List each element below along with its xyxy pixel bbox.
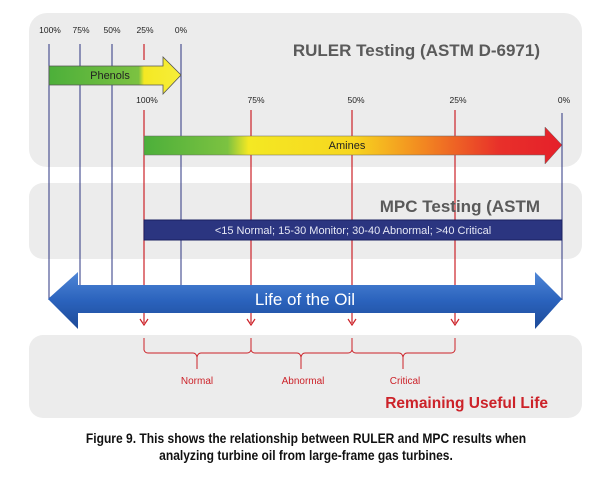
phenols-tick: 25% <box>136 25 153 35</box>
amines-tick: 100% <box>136 95 158 105</box>
down-arrow-icons <box>139 318 460 327</box>
remaining-life-title: Remaining Useful Life <box>385 395 548 412</box>
life-of-oil-label: Life of the Oil <box>255 290 355 309</box>
caption-line-2: analyzing turbine oil from large-frame g… <box>159 447 453 463</box>
phenols-guide-lines <box>48 44 563 300</box>
ruler-title: RULER Testing (ASTM D-6971) <box>293 41 540 60</box>
category-normal: Normal <box>181 376 213 387</box>
mpc-scale-bar <box>143 219 563 241</box>
phenols-tick: 100% <box>39 25 61 35</box>
remaining-life-panel <box>29 335 582 418</box>
phenols-tick: 0% <box>175 25 188 35</box>
braces <box>143 338 456 369</box>
phenols-label: Phenols <box>90 70 130 82</box>
caption-line-1: Figure 9. This shows the relationship be… <box>85 430 527 446</box>
phenols-tick: 50% <box>103 25 120 35</box>
category-critical: Critical <box>390 376 421 387</box>
amines-tick: 75% <box>247 95 264 105</box>
amines-arrow <box>143 126 563 165</box>
life-of-oil-arrow <box>48 272 562 329</box>
phenols-tick: 75% <box>72 25 89 35</box>
mpc-title: MPC Testing (ASTM <box>380 197 540 216</box>
mpc-scale-text: <15 Normal; 15-30 Monitor; 30-40 Abnorma… <box>215 225 491 237</box>
amines-label: Amines <box>329 140 366 152</box>
amines-tick: 0% <box>558 95 571 105</box>
category-abnormal: Abnormal <box>282 376 325 387</box>
phenols-arrow <box>48 56 182 96</box>
ruler-panel <box>29 13 582 167</box>
amines-tick: 25% <box>449 95 466 105</box>
amines-tick: 50% <box>347 95 364 105</box>
figure-caption: Figure 9. This shows the relationship be… <box>43 430 569 464</box>
